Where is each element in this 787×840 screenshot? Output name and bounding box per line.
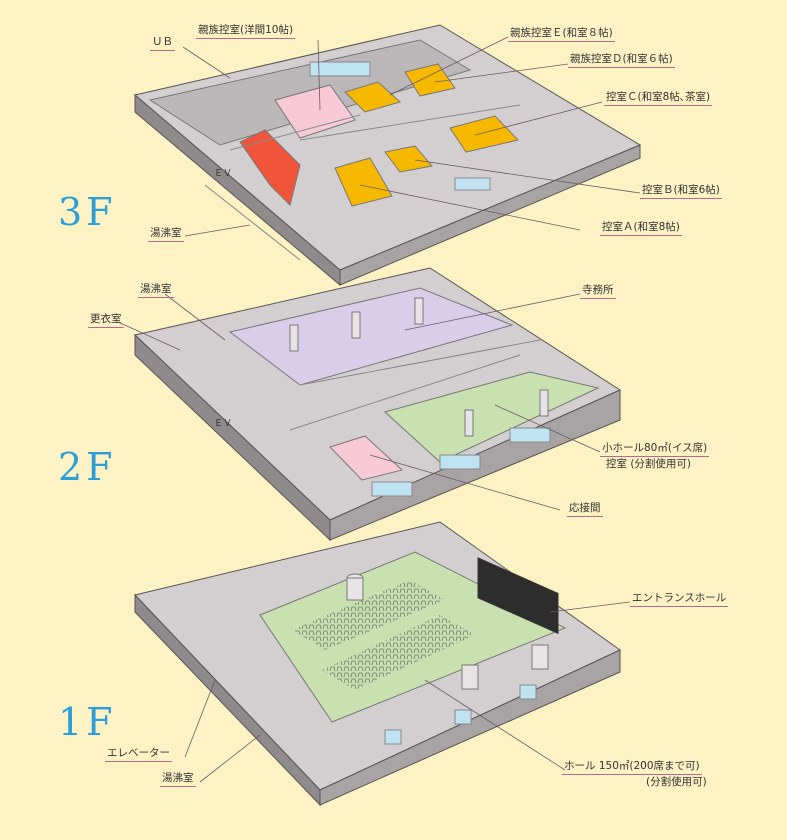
leader-lines xyxy=(117,36,641,783)
label-elevator: エレベーター xyxy=(105,747,172,762)
label-office: 寺務所 xyxy=(580,284,616,299)
label-small-hall: 小ホール80㎡(イス席) xyxy=(600,442,710,457)
floor-label-3f: 3F xyxy=(58,190,117,234)
label-hall-note: (分割使用可) xyxy=(646,776,707,788)
reception-area xyxy=(329,435,404,481)
label-room-c: 控室Ｃ(和室8帖､茶室) xyxy=(604,91,713,106)
office-area xyxy=(228,287,514,386)
label-hall: ホール 150㎡(200席まで可) xyxy=(562,760,702,775)
label-kitchenette-3f: 湯沸室 xyxy=(148,227,184,242)
floor-label-2f: 2F xyxy=(58,445,117,489)
floor-2f-plan xyxy=(133,267,622,542)
seating-rows-front xyxy=(322,615,475,690)
family-room-e xyxy=(344,81,402,113)
label-ev-2f: ＥＶ xyxy=(214,419,233,429)
label-kitchenette-2f: 湯沸室 xyxy=(138,283,174,298)
seating-rows-back xyxy=(292,580,445,650)
stairs-red xyxy=(239,129,301,206)
floor-label-1f: 1F xyxy=(58,700,117,744)
room-b xyxy=(384,145,433,173)
label-changing-room: 更衣室 xyxy=(88,313,124,328)
label-kitchenette-1f: 湯沸室 xyxy=(160,772,196,787)
label-ub: ＵＢ xyxy=(150,36,175,51)
label-small-hall-note: 控室 (分割使用可) xyxy=(606,458,692,470)
floor-3f-plan xyxy=(133,24,642,287)
label-family-western: 親族控室(洋間10帖) xyxy=(196,24,296,39)
label-family-d: 親族控室Ｄ(和室６帖) xyxy=(568,53,675,68)
family-room-western xyxy=(274,84,356,139)
room-a xyxy=(334,157,393,207)
label-room-b: 控室Ｂ(和室6帖) xyxy=(640,184,722,199)
label-entrance-hall: エントランスホール xyxy=(630,592,729,607)
floor-1f-plan xyxy=(134,521,621,807)
label-room-a: 控室Ａ(和室8帖) xyxy=(600,221,682,236)
label-reception: 応接間 xyxy=(567,502,603,517)
room-c xyxy=(449,115,519,153)
label-ev-3f: ＥＶ xyxy=(214,169,233,179)
family-room-d xyxy=(404,63,456,97)
label-family-e: 親族控室Ｅ(和室８帖) xyxy=(508,27,615,42)
